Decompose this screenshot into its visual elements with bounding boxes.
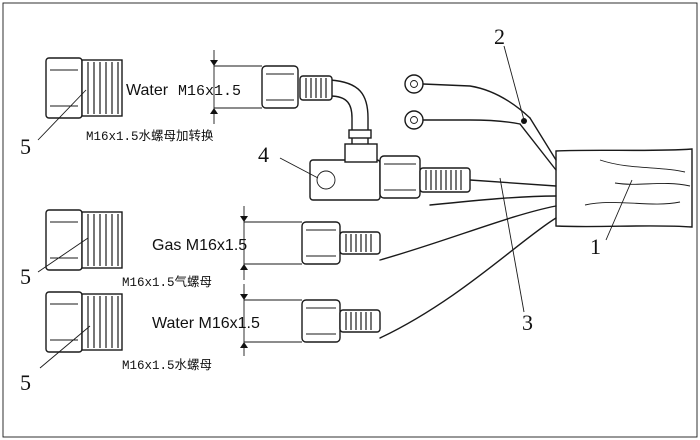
main-cable	[555, 148, 693, 228]
nut-middle	[45, 209, 123, 271]
callout-3: 3	[522, 310, 533, 335]
gas-hose	[301, 221, 381, 265]
bottom-water-hose	[301, 299, 381, 343]
dimension-top	[210, 50, 262, 124]
nut-top	[45, 57, 123, 119]
water-bottom-caption: M16x1.5水螺母	[122, 358, 212, 373]
callout-5-middle: 5	[20, 264, 31, 289]
callout-2: 2	[494, 24, 505, 49]
water-top-word: Water	[126, 82, 169, 99]
gas-caption: M16x1.5气螺母	[122, 274, 212, 290]
leader-lines	[37, 45, 633, 369]
adapter-caption: M16x1.5水螺母加转换	[86, 128, 214, 144]
adapter-block	[309, 143, 471, 201]
ring-terminals	[404, 74, 531, 130]
callout-5-top: 5	[20, 134, 31, 159]
dimension-bottom-water	[240, 284, 302, 356]
breakout-lines	[379, 117, 557, 339]
top-water-hose	[261, 65, 372, 151]
water-bottom-label: Water M16x1.5	[152, 315, 260, 332]
water-top-thread: M16x1.5	[178, 83, 241, 100]
dimension-gas	[240, 206, 302, 280]
wire-junction	[521, 118, 527, 124]
callout-1: 1	[590, 234, 601, 259]
nut-bottom	[45, 291, 123, 353]
callout-5-bottom: 5	[20, 370, 31, 395]
callout-4: 4	[258, 142, 269, 167]
gas-label: Gas M16x1.5	[152, 237, 247, 254]
